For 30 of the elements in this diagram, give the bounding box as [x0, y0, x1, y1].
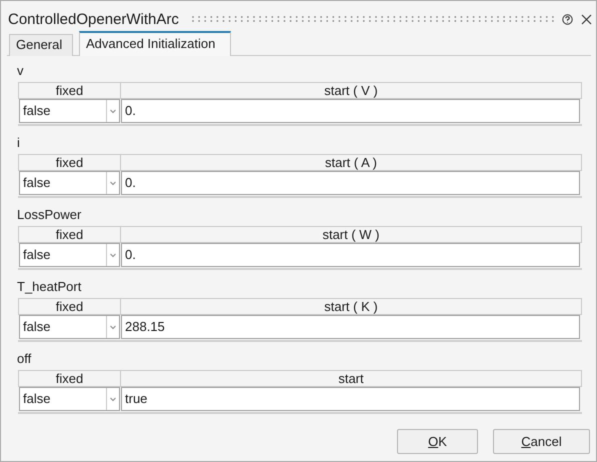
column-header: fixed — [18, 226, 121, 243]
column-header: fixed — [18, 154, 121, 171]
column-header: start ( W ) — [120, 226, 582, 243]
ok-button: OK — [397, 429, 478, 454]
text-field: 0. — [121, 171, 580, 195]
column-header: start ( K ) — [120, 298, 582, 315]
dropdown: false — [19, 315, 120, 339]
text-field: 0. — [121, 243, 580, 267]
dropdown: false — [19, 171, 120, 195]
section-label: LossPower — [17, 207, 82, 224]
tab: Advanced Initialization — [79, 31, 231, 56]
dialog-title: ControlledOpenerWithArc — [8, 11, 180, 30]
section-label: v — [17, 63, 24, 80]
column-header: start — [120, 370, 582, 387]
dropdown: false — [19, 387, 120, 411]
column-header: fixed — [18, 370, 121, 387]
section-label: T_heatPort — [17, 279, 82, 296]
column-header: fixed — [18, 298, 121, 315]
cancel-button: Cancel — [493, 429, 590, 454]
dropdown: false — [19, 99, 120, 123]
section-label: off — [17, 351, 32, 368]
text-field: 0. — [121, 99, 580, 123]
tab: General — [9, 34, 73, 56]
text-field: 288.15 — [121, 315, 580, 339]
text-field: true — [121, 387, 580, 411]
dropdown: false — [19, 243, 120, 267]
section-label: i — [17, 135, 21, 152]
column-header: fixed — [18, 82, 121, 99]
column-header: start ( A ) — [120, 154, 582, 171]
column-header: start ( V ) — [120, 82, 582, 99]
